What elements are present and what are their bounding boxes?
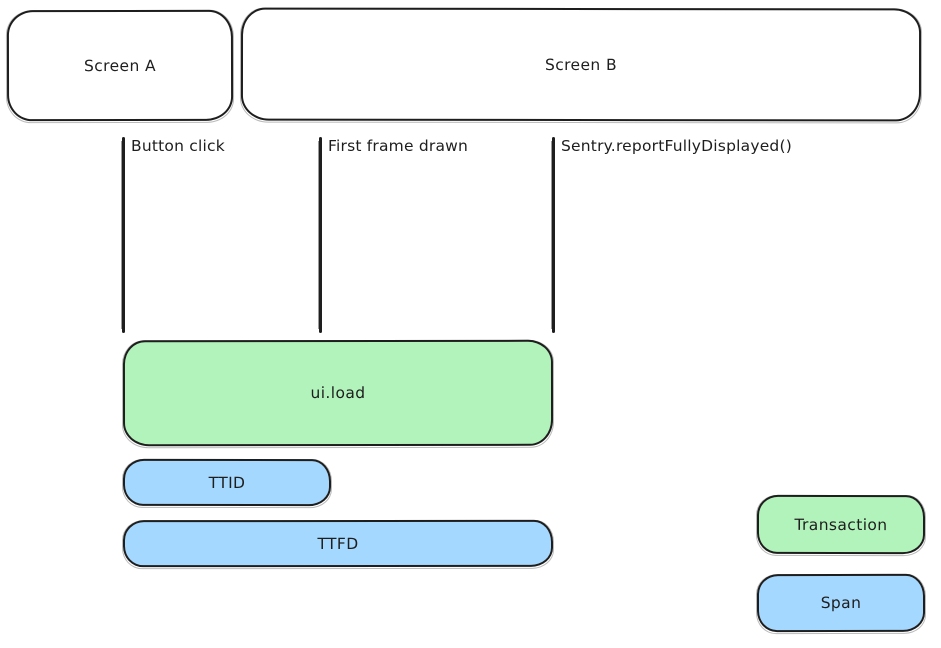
legend-span-label: Span (820, 593, 862, 613)
bar-ttfd[interactable]: TTFD (122, 519, 554, 568)
marker-tick-line (318, 137, 322, 333)
marker-fully-displayed-label: Sentry.reportFullyDisplayed() (561, 137, 792, 155)
bar-ttfd-label: TTFD (317, 534, 359, 553)
screen-a-label: Screen A (83, 56, 157, 75)
screen-b-label: Screen B (544, 55, 618, 74)
marker-first-frame-label: First frame drawn (328, 137, 469, 155)
marker-tick-line (121, 137, 125, 333)
screen-b-box[interactable]: Screen B (240, 7, 922, 122)
bar-ui-load[interactable]: ui.load (122, 339, 554, 447)
marker-tick-line (551, 137, 555, 333)
bar-ui-load-label: ui.load (310, 383, 366, 403)
marker-button-click-label: Button click (131, 137, 225, 155)
screen-a-box[interactable]: Screen A (6, 9, 234, 122)
bar-ttid[interactable]: TTID (122, 458, 332, 507)
legend-span-swatch[interactable]: Span (756, 573, 926, 633)
legend-transaction-swatch[interactable]: Transaction (756, 494, 926, 555)
legend-transaction-label: Transaction (794, 515, 888, 534)
bar-ttid-label: TTID (208, 473, 246, 492)
